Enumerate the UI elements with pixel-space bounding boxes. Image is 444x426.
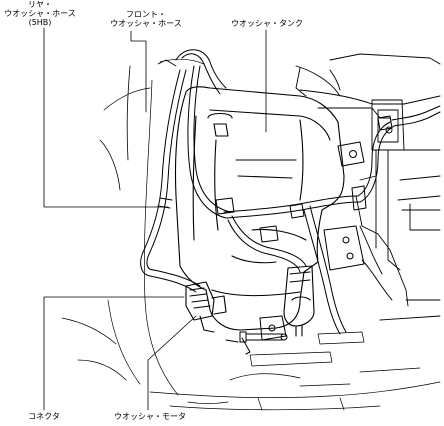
leader-front-hose (130, 30, 147, 113)
label-rear-hose-line1: リヤ・ (28, 0, 52, 9)
label-front-hose-line1: フロント・ (126, 10, 166, 19)
label-rear-washer-hose: リヤ・ ウオッシャ・ホース (5HB) (4, 0, 76, 27)
wheelhouse-left (99, 59, 177, 191)
washer-tank (174, 86, 345, 331)
leader-lines (43, 27, 267, 411)
vehicle-body-outline (61, 58, 441, 411)
hose-clips (215, 115, 393, 243)
washer-motor (283, 265, 315, 337)
label-rear-hose-line3: (5HB) (28, 18, 52, 27)
label-washer-motor: ウオッシャ・モータ (114, 412, 186, 421)
label-front-hose-line2: ウオッシャ・ホース (110, 19, 182, 28)
leader-rear-hose (43, 27, 169, 208)
label-connector: コネクタ (28, 412, 60, 421)
frame-bracket-right (295, 53, 441, 321)
leader-connector (43, 296, 185, 411)
leader-motor (147, 315, 197, 411)
label-washer-tank: ウオッシャ・タンク (231, 19, 303, 28)
connector (185, 281, 227, 333)
label-front-washer-hose: フロント・ ウオッシャ・ホース (104, 10, 188, 28)
tank-bracket (225, 141, 365, 355)
drain-bolt (239, 331, 288, 343)
label-rear-hose-line2: ウオッシャ・ホース (4, 9, 76, 18)
